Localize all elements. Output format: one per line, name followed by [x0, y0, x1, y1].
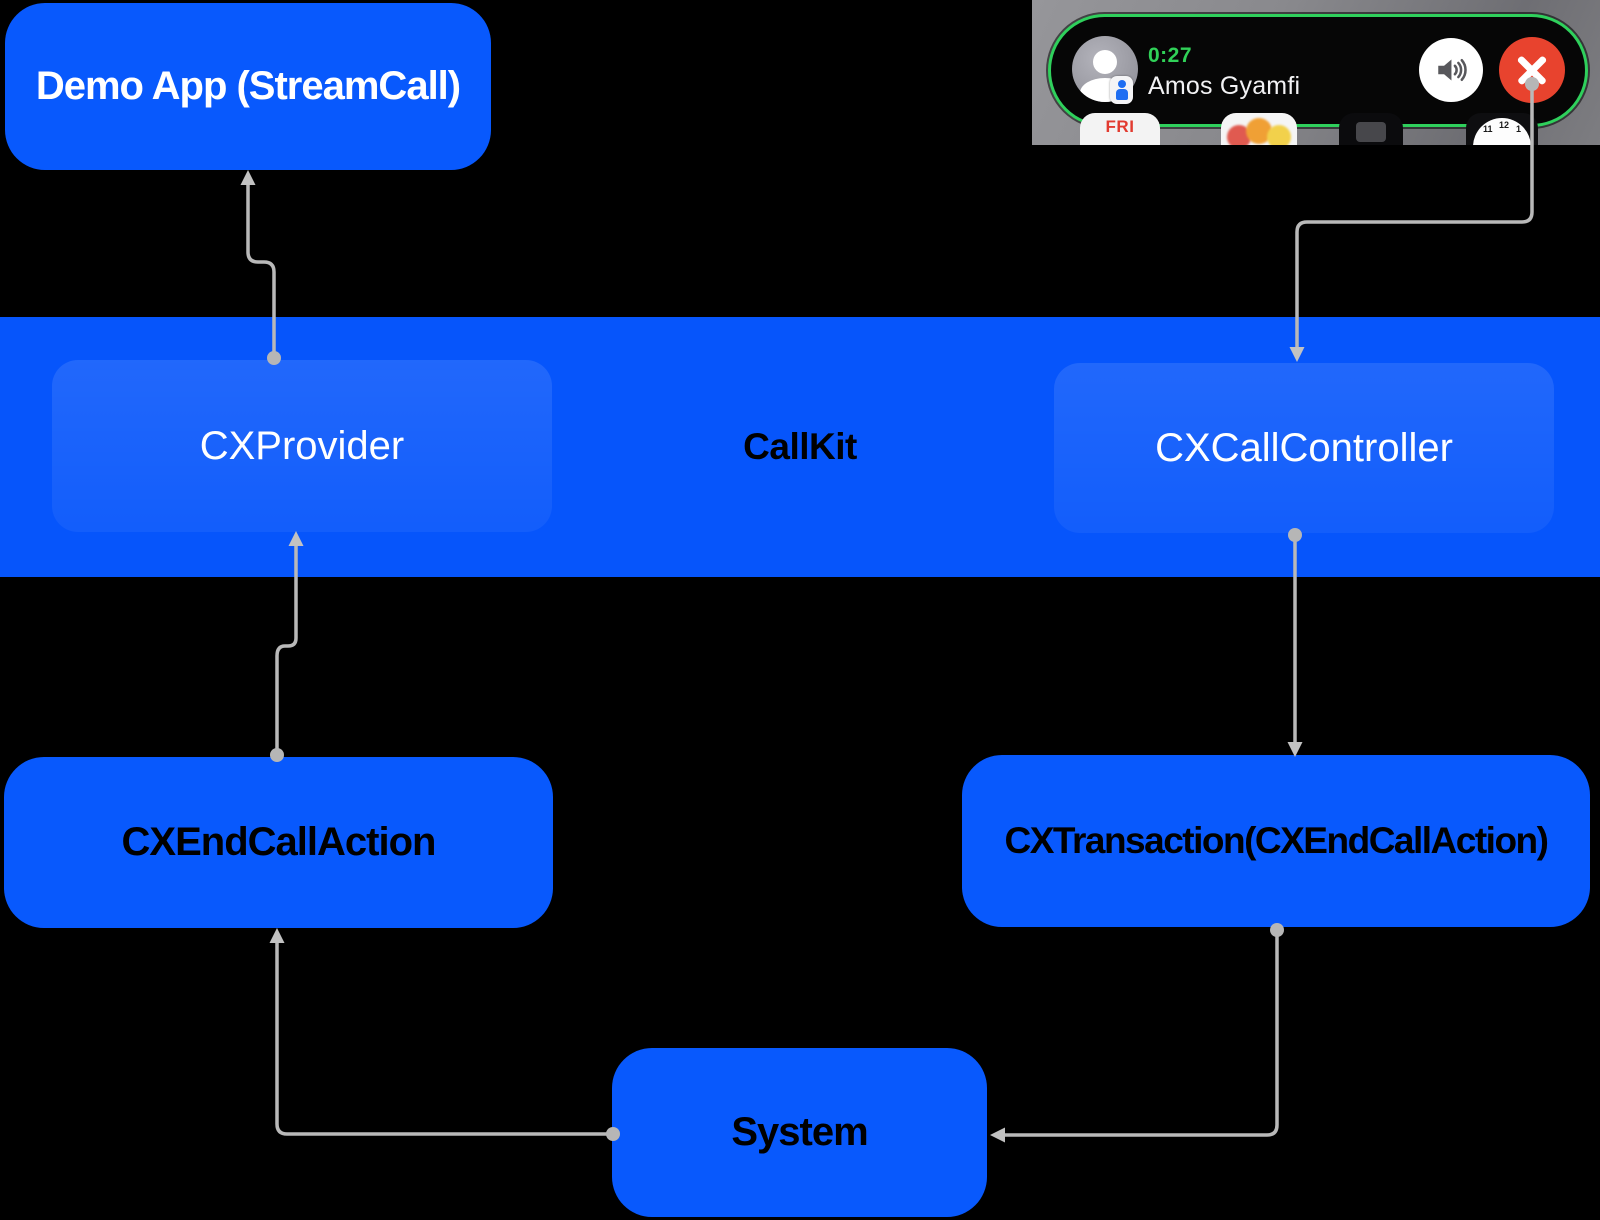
arrowhead-up — [269, 928, 285, 943]
person-icon — [1093, 50, 1117, 74]
end-call-button[interactable] — [1499, 37, 1565, 103]
node-cxendcallaction-label: CXEndCallAction — [121, 820, 437, 864]
connector-system-to-cxendcallaction — [275, 942, 613, 1136]
calendar-day-label: FRI — [1105, 117, 1135, 136]
arrowhead-left — [990, 1127, 1005, 1143]
node-cxtransaction: CXTransaction(CXEndCallAction) — [962, 755, 1590, 927]
contact-badge-icon — [1110, 76, 1133, 104]
arrowhead-up — [240, 170, 256, 185]
callkit-band: CallKit CXProvider CXCallController — [0, 317, 1600, 577]
node-cxtransaction-label: CXTransaction(CXEndCallAction) — [1004, 820, 1549, 861]
callkit-band-label: CallKit — [743, 426, 857, 467]
speaker-button[interactable] — [1419, 38, 1483, 102]
node-cxprovider-label: CXProvider — [199, 423, 405, 468]
connector-cxtransaction-to-system — [1004, 930, 1279, 1137]
node-cxprovider: CXProvider — [52, 360, 552, 532]
caller-name: Amos Gyamfi — [1148, 72, 1301, 100]
dark-app-icon[interactable] — [1339, 113, 1403, 145]
node-demo-app: Demo App (StreamCall) — [5, 3, 491, 170]
call-banner: 0:27 Amos Gyamfi — [1048, 14, 1588, 127]
clock-face: 11 12 1 — [1473, 118, 1531, 145]
call-timer: 0:27 — [1148, 44, 1193, 67]
node-demo-app-label: Demo App (StreamCall) — [35, 64, 461, 108]
node-system-label: System — [731, 1110, 868, 1154]
clock-app-icon[interactable]: 11 12 1 — [1466, 113, 1538, 145]
calendar-app-icon[interactable]: FRI — [1080, 113, 1160, 145]
node-cxendcallaction: CXEndCallAction — [4, 757, 553, 928]
ios-call-screenshot: 0:27 Amos Gyamfi FRI — [1032, 0, 1600, 145]
node-cxcallcontroller-label: CXCallController — [1155, 425, 1453, 470]
photos-app-icon[interactable] — [1221, 113, 1297, 145]
node-cxcallcontroller: CXCallController — [1054, 363, 1554, 533]
node-system: System — [612, 1048, 987, 1217]
speaker-icon — [1438, 58, 1467, 82]
